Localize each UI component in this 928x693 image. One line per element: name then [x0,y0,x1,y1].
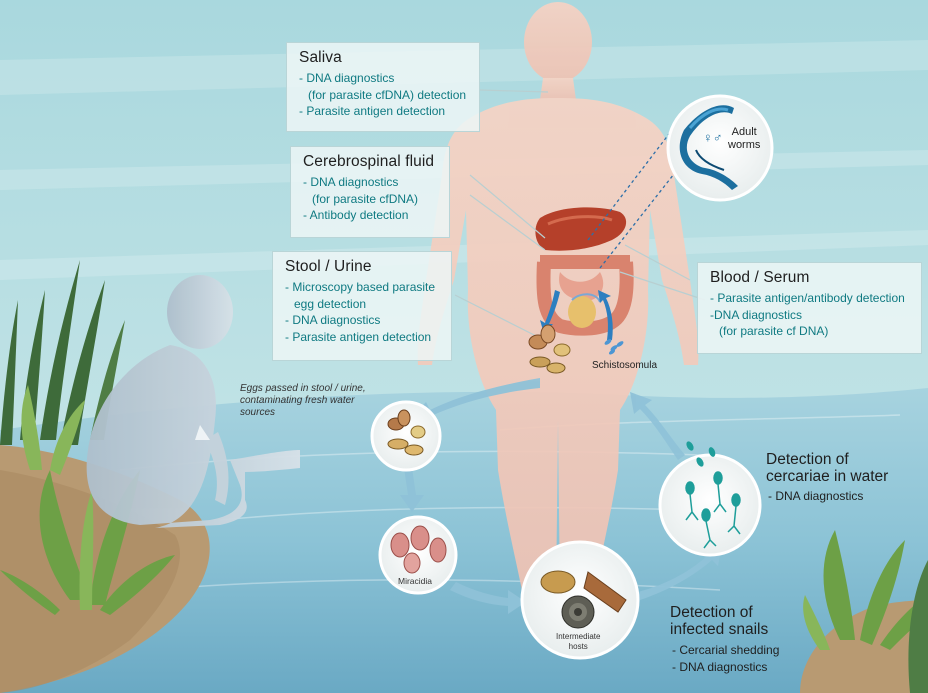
adult-worms-label-line-1: Adult [728,126,760,139]
cercariae-detection-title-1: Detection of [766,451,849,468]
intermediate-hosts-label: Intermediate hosts [556,632,600,652]
snails-detection-title-2: infected snails [670,621,768,638]
stool-urine-title: Stool / Urine [285,258,441,276]
cercariae-illustration [660,455,760,555]
saliva-box: Saliva - DNA diagnostics (for parasite c… [286,42,480,132]
miracidia-label: Miracidia [398,576,432,586]
eggs-note-line-3: sources [240,407,366,419]
stool-urine-item-4: - Parasite antigen detection [285,329,441,346]
stool-urine-item-2: egg detection [285,296,441,313]
blood-serum-box: Blood / Serum - Parasite antigen/antibod… [697,262,922,354]
cerebrospinal-fluid-box: Cerebrospinal fluid - DNA diagnostics (f… [290,146,450,238]
blood-serum-item-1: - Parasite antigen/antibody detection [710,290,911,307]
blood-serum-item-2: -DNA diagnostics [710,307,911,324]
stool-urine-item-1: - Microscopy based parasite [285,279,441,296]
saliva-item-3: - Parasite antigen detection [299,103,469,120]
eggs-note-line-2: contaminating fresh water [240,395,366,407]
sex-symbols-icon: ♀♂ [703,130,723,145]
eggs-illustration [372,402,440,470]
eggs-note: Eggs passed in stool / urine, contaminat… [240,383,366,419]
saliva-item-2: (for parasite cfDNA) detection [299,87,469,104]
adult-worms-label: Adult worms [728,126,760,152]
cerebrospinal-fluid-title: Cerebrospinal fluid [303,153,439,171]
blood-serum-title: Blood / Serum [710,269,911,287]
snails-detection-item-2: - DNA diagnostics [672,660,767,674]
intermediate-hosts-line-2: hosts [556,642,600,652]
eggs-note-line-1: Eggs passed in stool / urine, [240,383,366,395]
stool-urine-box: Stool / Urine - Microscopy based parasit… [272,251,452,361]
cercariae-detection-title-2: cercariae in water [766,468,888,485]
saliva-item-1: - DNA diagnostics [299,70,469,87]
cercariae-detection-item: - DNA diagnostics [768,489,863,503]
cerebrospinal-fluid-item-3: - Antibody detection [303,207,439,224]
snails-detection-item-1: - Cercarial shedding [672,643,779,657]
cerebrospinal-fluid-item-2: (for parasite cfDNA) [303,191,439,208]
blood-serum-item-3: (for parasite cf DNA) [710,323,911,340]
schistosomula-label: Schistosomula [592,360,657,371]
saliva-title: Saliva [299,49,469,67]
snails-detection-title-1: Detection of [670,604,753,621]
cerebrospinal-fluid-item-1: - DNA diagnostics [303,174,439,191]
adult-worms-label-line-2: worms [728,139,760,152]
intermediate-hosts-line-1: Intermediate [556,632,600,642]
stool-urine-item-3: - DNA diagnostics [285,312,441,329]
